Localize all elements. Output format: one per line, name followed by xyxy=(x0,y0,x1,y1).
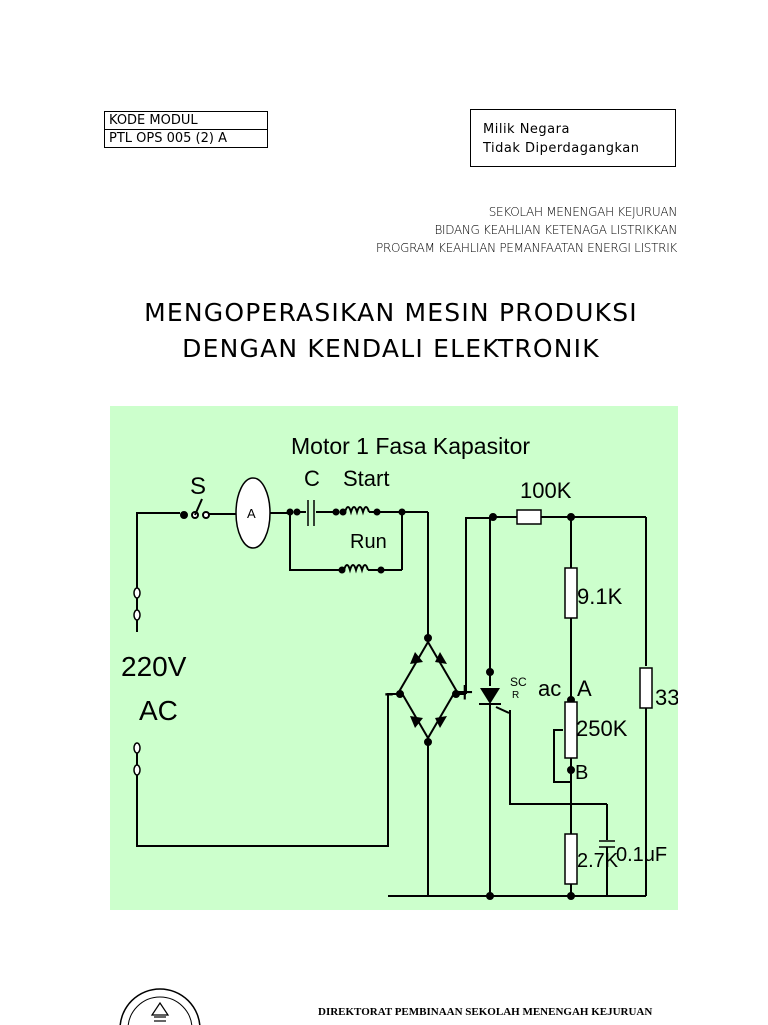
label-220v: 220V xyxy=(121,651,187,682)
label-plus: + xyxy=(456,676,474,709)
label-ac: AC xyxy=(139,695,178,726)
label-33: 33 xyxy=(655,685,678,710)
label-2-7k: 2.7K xyxy=(577,850,619,872)
label-diac: ac xyxy=(538,676,561,701)
label-ammeter: A xyxy=(247,506,256,521)
label-node-a: A xyxy=(577,676,592,701)
label-minus: - xyxy=(384,676,394,709)
label-capacitor: C xyxy=(304,466,320,491)
kode-modul-code: PTL OPS 005 (2) A xyxy=(105,129,267,147)
label-scr: SC xyxy=(510,675,527,689)
kode-modul-box: KODE MODUL PTL OPS 005 (2) A xyxy=(104,111,268,148)
circuit-diagram: Motor 1 Fasa Kapasitor S A C Start Run 1… xyxy=(110,406,678,910)
label-switch: S xyxy=(190,473,206,500)
ownership-box: Milik Negara Tidak Diperdagangkan xyxy=(470,109,676,167)
label-0-1uf: 0.1uF xyxy=(616,844,667,866)
label-start: Start xyxy=(343,466,389,491)
footer-directorate: DIREKTORAT PEMBINAAN SEKOLAH MENENGAH KE… xyxy=(318,1006,653,1018)
label-9-1k: 9.1K xyxy=(577,584,623,609)
ownership-line1: Milik Negara xyxy=(483,122,570,137)
diagram-heading: Motor 1 Fasa Kapasitor xyxy=(291,433,530,459)
circuit-svg: Motor 1 Fasa Kapasitor S A C Start Run 1… xyxy=(121,433,678,900)
title-line1: MENGOPERASIKAN MESIN PRODUKSI xyxy=(144,298,638,327)
tut-wuri-handayani-logo xyxy=(119,988,201,1025)
institution-block: SEKOLAH MENENGAH KEJURUAN BIDANG KEAHLIA… xyxy=(376,203,677,257)
ownership-line2: Tidak Diperdagangkan xyxy=(483,141,640,156)
label-node-b: B xyxy=(575,762,588,784)
kode-modul-label: KODE MODUL xyxy=(109,113,198,128)
label-100k: 100K xyxy=(520,478,572,503)
institution-line2: BIDANG KEAHLIAN KETENAGA LISTRIKKAN xyxy=(434,223,677,237)
institution-line1: SEKOLAH MENENGAH KEJURUAN xyxy=(488,205,678,219)
title-line2: DENGAN KENDALI ELEKTRONIK xyxy=(182,334,600,363)
label-run: Run xyxy=(350,531,387,553)
institution-line3: PROGRAM KEAHLIAN PEMANFAATAN ENERGI LIST… xyxy=(376,241,677,255)
label-250k: 250K xyxy=(576,716,628,741)
label-scr-sub: R xyxy=(512,690,519,701)
